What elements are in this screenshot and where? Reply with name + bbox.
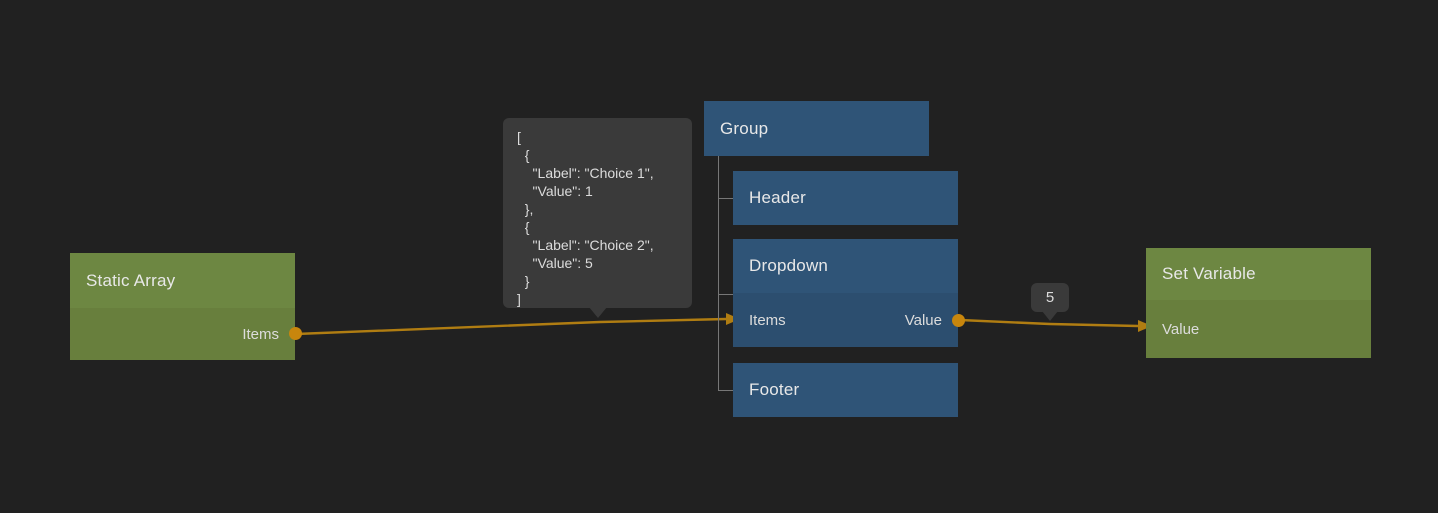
node-dropdown[interactable]: Dropdown Items Value [733, 239, 958, 347]
port-row-static-array-items: Items [70, 308, 295, 360]
node-footer-title: Footer [733, 363, 958, 417]
port-label-set-variable-value-in: Value [1162, 320, 1200, 338]
node-header[interactable]: Header [733, 171, 958, 225]
group-tree-stub-header [718, 198, 733, 199]
node-set-variable[interactable]: Set Variable Value [1146, 248, 1371, 358]
node-static-array-body: Items [70, 308, 295, 360]
value-preview-text: 5 [1045, 289, 1055, 306]
node-header-title: Header [733, 171, 958, 225]
node-static-array[interactable]: Static Array Items [70, 253, 295, 360]
port-label-dropdown-value-out: Value [904, 311, 942, 329]
node-set-variable-body: Value [1146, 300, 1371, 358]
port-row-dropdown: Items Value [733, 293, 958, 347]
node-set-variable-title: Set Variable [1146, 248, 1371, 300]
node-dropdown-title: Dropdown [733, 239, 958, 293]
value-preview-tooltip: 5 [1031, 283, 1069, 312]
items-json-tooltip: [ { "Label": "Choice 1", "Value": 1 }, {… [503, 118, 692, 308]
node-footer[interactable]: Footer [733, 363, 958, 417]
group-tree-stub-dropdown [718, 294, 733, 295]
group-tree-stub-footer [718, 390, 733, 391]
port-static-array-items-output[interactable] [289, 327, 302, 340]
group-tree-vertical-line [718, 156, 719, 391]
value-preview-tooltip-pointer [1042, 311, 1058, 321]
node-dropdown-body: Items Value [733, 293, 958, 347]
node-static-array-title: Static Array [70, 253, 295, 308]
items-json-tooltip-pointer [589, 307, 607, 318]
port-label-items-out: Items [242, 325, 279, 343]
port-label-dropdown-items-in: Items [749, 311, 786, 329]
port-row-set-variable-value: Value [1146, 300, 1371, 358]
wire-static-array-to-dropdown [295, 317, 727, 336]
port-dropdown-value-output[interactable] [952, 314, 965, 327]
node-group-title: Group [704, 101, 929, 156]
items-json-text: [ { "Label": "Choice 1", "Value": 1 }, {… [517, 129, 654, 307]
node-group[interactable]: Group [704, 101, 929, 156]
